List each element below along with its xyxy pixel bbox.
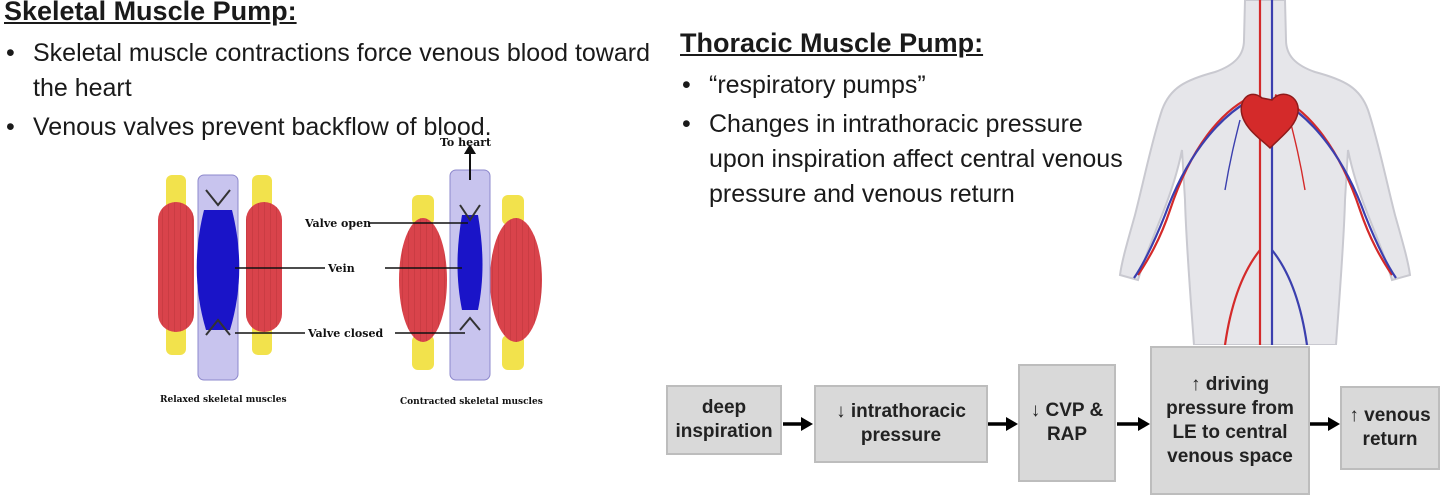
thoracic-pump-bullets: “respiratory pumps” Changes in intrathor… [680,68,1140,216]
flow-box-venous-return: ↑ venous return [1340,386,1440,470]
heart-icon [1240,93,1299,150]
flow-box-cvp-rap: ↓ CVP & RAP [1018,364,1116,482]
valve-open-label: Valve open [304,217,371,230]
thoracic-pump-title: Thoracic Muscle Pump: [680,28,984,58]
valve-closed-label: Valve closed [307,327,383,340]
skeletal-bullet-2: Venous valves prevent backflow of blood. [4,110,654,145]
vein-label: Vein [327,262,355,275]
contracted-caption: Contracted skeletal muscles [400,397,543,407]
flow-arrow-1 [783,417,813,431]
to-heart-label: To heart [440,136,492,149]
flow-arrow-3 [1117,417,1150,431]
thoracic-bullet-2: Changes in intrathoracic pressure upon i… [680,107,1140,212]
flow-arrow-2 [988,417,1018,431]
circulatory-body-illustration [1118,0,1412,345]
skeletal-pump-figure: To heart Valve open Vein Valve closed Re… [158,136,543,407]
relaxed-caption: Relaxed skeletal muscles [160,395,287,405]
flow-box-driving-pressure: ↑ driving pressure from LE to central ve… [1150,346,1310,495]
contracted-panel [399,144,542,381]
skeletal-pump-title: Skeletal Muscle Pump: [4,0,297,26]
flow-box-intrathoracic-pressure: ↓ intrathoracic pressure [814,385,988,463]
flow-box-deep-inspiration: deep inspiration [666,385,782,455]
flow-arrow-4 [1310,417,1340,431]
thoracic-bullet-1: “respiratory pumps” [680,68,1140,103]
skeletal-pump-bullets: Skeletal muscle contractions force venou… [4,36,654,149]
skeletal-bullet-1: Skeletal muscle contractions force venou… [4,36,654,106]
relaxed-panel [158,174,282,381]
